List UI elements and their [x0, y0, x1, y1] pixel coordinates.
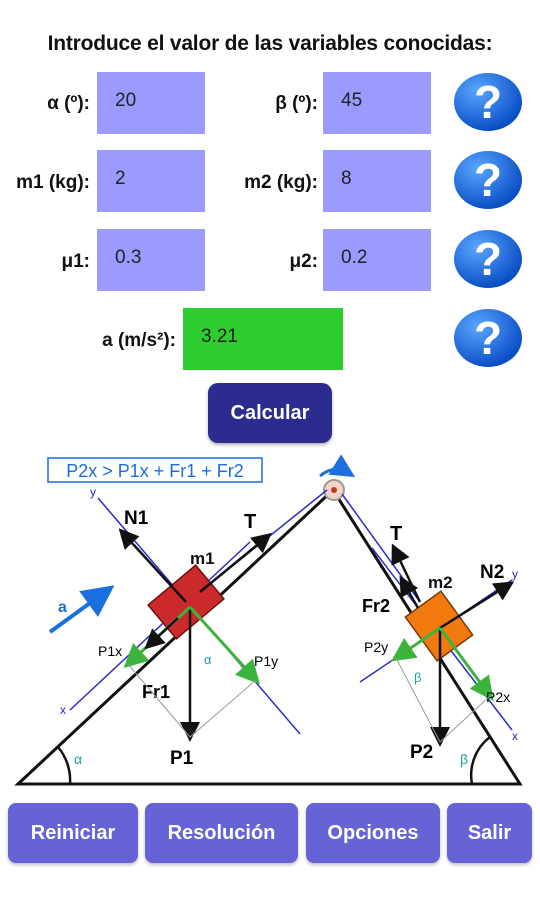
mu1-input[interactable]: 0.3 [97, 229, 205, 291]
help-circle-icon [454, 73, 522, 131]
alpha-arc [57, 746, 72, 785]
beta-label: β (º): [275, 93, 318, 114]
rope-right [341, 493, 421, 603]
help-circle-icon [454, 309, 522, 367]
m1-label: m1 (kg): [16, 172, 90, 193]
alpha-inner-label: α [204, 652, 212, 667]
N1-label: N1 [124, 508, 149, 529]
acceleration-arrow-icon [48, 585, 115, 634]
alpha-input[interactable]: 20 [97, 72, 205, 134]
acceleration-result: 3.21 [183, 308, 343, 370]
vector-N2 [439, 581, 515, 630]
P1y-label: P1y [254, 653, 278, 669]
pulley-axle [331, 487, 337, 493]
beta-inner-label: β [414, 670, 421, 685]
m2-input[interactable]: 8 [323, 150, 431, 212]
help-mass-button[interactable]: ? [453, 150, 523, 210]
Fr1-label: Fr1 [142, 682, 170, 702]
m2-label: m2 (kg): [244, 172, 318, 193]
m2-label: m2 [428, 573, 453, 592]
help-acceleration-button[interactable]: ? [453, 308, 523, 368]
condition-box [47, 457, 263, 483]
help-glyph: ? [474, 312, 502, 364]
vector-P2y [391, 626, 441, 662]
page-title: Introduce el valor de las variables cono… [47, 32, 493, 55]
physics-diagram: P2x > P1x + Fr1 + Fr2 α β y x y x m1 m2 … [14, 454, 523, 786]
axis-x-left [69, 541, 251, 711]
condition-text: P2x > P1x + Fr1 + Fr2 [66, 461, 244, 481]
P1x-label: P1x [98, 643, 122, 659]
calcular-button[interactable]: Calcular [208, 383, 332, 443]
help-glyph: ? [474, 76, 502, 128]
salir-button[interactable]: Salir [447, 803, 532, 863]
component-guides-left [127, 663, 257, 738]
Fr2-label: Fr2 [362, 596, 390, 616]
beta-input[interactable]: 45 [323, 72, 431, 134]
axis-x-left-label: x [60, 703, 66, 717]
m1-input[interactable]: 2 [97, 150, 205, 212]
mu1-label: μ1: [61, 251, 90, 272]
alpha-angle-label: α [74, 751, 82, 767]
T-left-label: T [244, 511, 256, 533]
opciones-button[interactable]: Opciones [306, 803, 440, 863]
help-glyph: ? [474, 233, 502, 285]
axis-x-right-label: x [512, 729, 518, 743]
help-friction-button[interactable]: ? [453, 229, 523, 289]
axis-y-left-label: y [90, 485, 96, 499]
P2y-label: P2y [364, 639, 388, 655]
P1-label: P1 [170, 748, 194, 769]
help-circle-icon [454, 151, 522, 209]
component-guides-right [395, 657, 491, 743]
vector-P2x [438, 627, 494, 701]
N2-label: N2 [480, 562, 504, 583]
reiniciar-button[interactable]: Reiniciar [8, 803, 138, 863]
mu2-input[interactable]: 0.2 [323, 229, 431, 291]
vector-P1y [188, 605, 261, 685]
a-label: a [58, 599, 67, 616]
beta-angle-label: β [460, 751, 468, 767]
P2x-label: P2x [486, 689, 510, 705]
mu2-label: μ2: [289, 251, 318, 272]
axis-y-right-label: y [512, 567, 518, 581]
help-circle-icon [454, 230, 522, 288]
vector-N1 [118, 528, 187, 603]
help-alpha-beta-button[interactable]: ? [453, 72, 523, 132]
vector-T-left [199, 532, 272, 593]
resolucion-button[interactable]: Resolución [145, 803, 298, 863]
help-glyph: ? [474, 154, 502, 206]
pulley-rotation-icon [319, 454, 356, 478]
acceleration-label: a (m/s²): [102, 330, 176, 351]
alpha-label: α (º): [47, 93, 90, 114]
beta-arc [469, 736, 491, 785]
P2-label: P2 [410, 742, 433, 763]
vector-Fr2 [399, 575, 420, 609]
T-right-label: T [390, 523, 402, 545]
vector-Fr1 [144, 617, 179, 650]
m1-label: m1 [190, 549, 215, 568]
